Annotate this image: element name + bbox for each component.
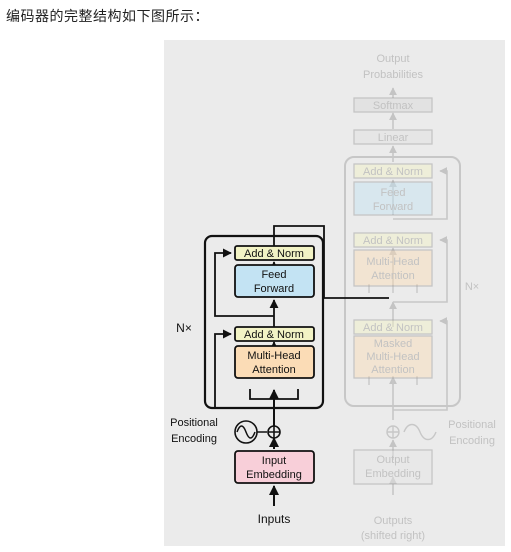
decoder-feed-forward-line1: Feed [380, 187, 405, 199]
decoder-feed-forward-box [353, 181, 433, 216]
input-embedding-line1: Input [262, 455, 286, 467]
decoder-attention-box [353, 249, 433, 287]
output-probabilities-line2: Probabilities [363, 69, 423, 81]
encoder [203, 225, 389, 506]
encoder-nx-label: N× [176, 321, 192, 335]
decoder-boxes [353, 97, 433, 485]
encoder-feed-forward-line1: Feed [261, 269, 286, 281]
decoder-feed-forward-line2: Forward [373, 201, 413, 213]
decoder-add-norm-3-label: Add & Norm [363, 166, 423, 178]
encoder-add-norm-1-label: Add & Norm [244, 329, 304, 341]
encoder-positional-line1: Positional [170, 417, 218, 429]
decoder-attention-line1: Multi-Head [366, 256, 419, 268]
encoder-boxes [234, 245, 315, 484]
linear-label: Linear [378, 132, 409, 144]
decoder-positional-line2: Encoding [449, 435, 495, 447]
outputs-line2: (shifted right) [361, 530, 425, 542]
transformer-svg: Output Probabilities Softmax Linear Add … [170, 53, 496, 542]
input-embedding-box [234, 450, 315, 484]
decoder-add-norm-2 [353, 232, 433, 248]
encoder-attention-line1: Multi-Head [247, 350, 300, 362]
encoder-feed-forward-box [234, 264, 315, 298]
encoder-add-norm-2 [234, 245, 315, 261]
decoder-labels: Output Probabilities Softmax Linear Add … [361, 53, 496, 542]
masked-attention-line3: Attention [371, 364, 414, 376]
decoder-attention-line2: Attention [371, 270, 414, 282]
decoder-nx-label: N× [465, 281, 479, 293]
decoder-add-norm-3 [353, 163, 433, 179]
decoder-positional-line1: Positional [448, 419, 496, 431]
decoder-add-norm-1 [353, 319, 433, 335]
encoder-add-norm-1 [234, 326, 315, 342]
outputs-line1: Outputs [374, 515, 413, 527]
encoder-block-frame [203, 234, 325, 410]
decoder-block-frame [344, 156, 461, 407]
output-probabilities-line1: Output [376, 53, 409, 65]
inputs-label: Inputs [258, 512, 291, 526]
output-embedding-box [353, 449, 433, 485]
encoder-labels: Add & Norm Feed Forward Add & Norm Multi… [170, 248, 304, 526]
linear-box [353, 129, 433, 145]
decoder-add-norm-2-label: Add & Norm [363, 235, 423, 247]
masked-attention-line2: Multi-Head [366, 351, 419, 363]
transformer-diagram: Output Probabilities Softmax Linear Add … [164, 40, 505, 546]
encoder-feed-forward-line2: Forward [254, 283, 294, 295]
decoder-masked-attention-box [353, 335, 433, 379]
intro-text: 编码器的完整结构如下图所示： [6, 9, 209, 25]
encoder-positional-line2: Encoding [171, 433, 217, 445]
masked-attention-line1: Masked [374, 338, 413, 350]
input-embedding-line2: Embedding [246, 469, 302, 481]
decoder-add-norm-1-label: Add & Norm [363, 322, 423, 334]
decoder [344, 87, 461, 495]
encoder-attention-box [234, 345, 315, 379]
output-embedding-line2: Embedding [365, 468, 421, 480]
softmax-label: Softmax [373, 100, 414, 112]
output-embedding-line1: Output [376, 454, 409, 466]
encoder-add-norm-2-label: Add & Norm [244, 248, 304, 260]
softmax-box [353, 97, 433, 113]
encoder-attention-line2: Attention [252, 364, 295, 376]
